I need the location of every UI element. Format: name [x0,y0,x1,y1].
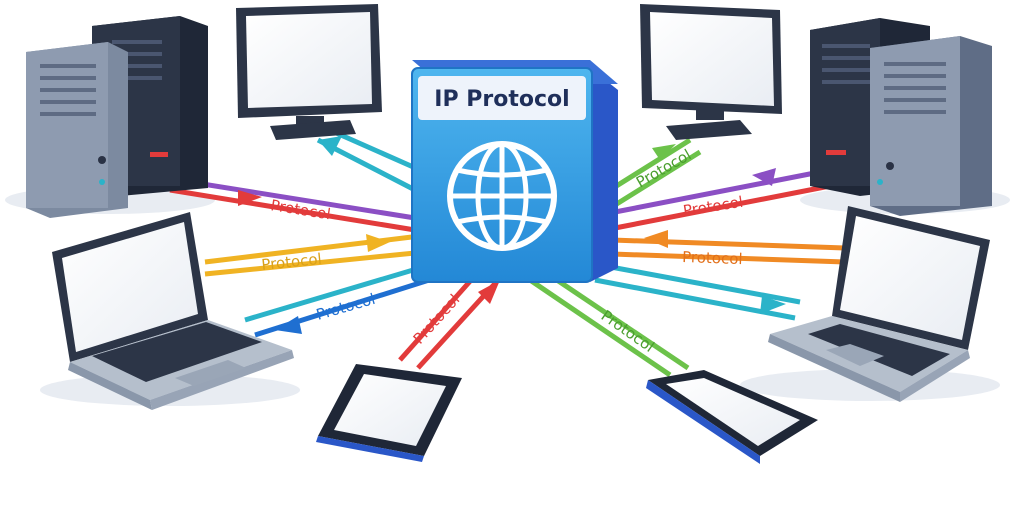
laptop-screen [840,216,980,340]
server-right [810,18,992,216]
protocol-label: Protocol [682,248,743,268]
laptop-right [768,206,990,402]
protocol-label: Protocol [410,291,464,348]
arrow-head [652,144,676,160]
monitor-screen [246,12,372,108]
phone-screen [334,374,446,446]
hub-title: IP Protocol [434,87,569,112]
arrow-head [752,168,776,186]
connection-laptop-left-2 [244,259,446,338]
monitor-neck [696,108,724,120]
ip-protocol-hub: IP Protocol [411,60,618,283]
connection-laptop-right [611,230,846,265]
hub-side [590,68,618,282]
arrow-head [238,190,262,206]
monitor-right [640,4,782,140]
server-led [150,152,168,157]
monitor-stand [666,120,752,140]
monitor-stand [270,120,356,140]
server-tower-back-face [810,18,880,186]
arrow-head [366,234,390,252]
laptop-base-edge [68,362,152,410]
globe-icon [447,141,557,251]
laptop-base-edge [768,334,900,402]
laptop-base-edge [150,350,294,410]
connection-phone-right [528,269,690,378]
hub-title-bar [418,76,586,120]
laptop-touchpad [175,360,246,386]
server-left [26,16,208,218]
server-tower-front-face [26,42,108,208]
phone-edge [646,380,760,464]
server-led [826,150,846,155]
arrow-head [478,280,500,304]
monitor-neck [296,116,324,126]
monitor-screen [650,12,774,106]
phone-left [316,364,462,462]
arrow-head [760,296,786,314]
server-led [99,179,105,185]
connection-laptop-right-2 [594,262,801,321]
connection-lines [164,125,846,378]
laptop-touchpad [826,344,884,366]
phone-edge [316,436,424,462]
phone-screen [666,378,800,446]
server-led [877,179,883,185]
connection-monitor-left [316,125,422,193]
connection-phone-left [398,268,502,370]
connection-monitor-right [608,137,702,208]
power-icon [886,162,894,170]
monitor-left [236,4,382,140]
laptop-left [52,212,294,410]
protocol-label: Protocol [269,196,332,223]
laptop-keyboard [808,324,950,376]
connection-server-right [614,167,836,231]
server-tower-front-face [870,36,960,206]
arrow-head [318,136,342,156]
laptop-screen [62,222,198,352]
power-icon [98,156,106,164]
laptop-base-edge [900,350,970,402]
laptop-keyboard [92,322,262,382]
arrow-head [644,230,668,248]
phone-right [646,370,818,464]
connection-laptop-left [204,233,426,277]
arrow-head [275,316,302,334]
